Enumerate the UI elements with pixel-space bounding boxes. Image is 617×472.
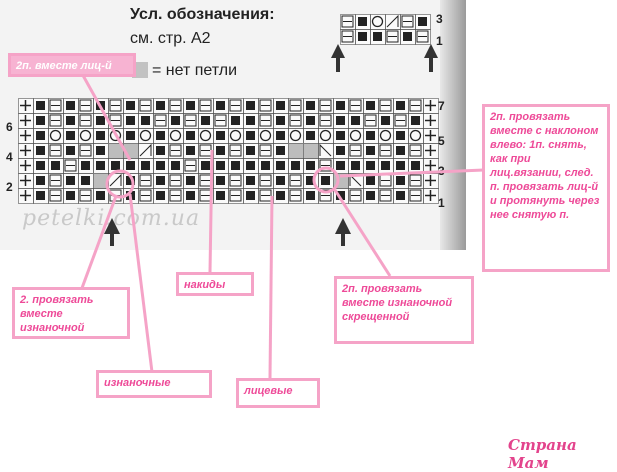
row-4: 4 [6,150,13,164]
callout-ssk: 2п. провязать вместе с наклоном влево: 1… [482,104,610,272]
chart-cell [93,173,109,189]
row-3: 3 [438,164,445,178]
callout-purl2-twisted: 2п. провязать вместе изнаночной скрещенн… [334,276,474,344]
page-edge-shadow [440,0,466,250]
arrow-up-icon [331,44,345,72]
small-row-1: 1 [436,34,443,48]
callout-knit: лицевые [236,378,320,408]
arrow-up-icon [104,218,120,246]
chart-cell [423,188,439,204]
brand-logo: Страна Мам [508,436,577,472]
chart-cell [48,188,64,204]
chart-cell [213,113,229,129]
main-chart [18,98,439,209]
callout-yarn-overs: накиды [176,272,254,296]
main-chart-grid [18,98,439,204]
legend-no-stitch: = нет петли [152,62,238,79]
chart-cell [123,143,139,159]
no-stitch-swatch [132,62,148,78]
callout-purl: изнаночные [96,370,212,398]
row-5: 5 [438,134,445,148]
legend-see-page: см. стр. А2 [130,30,211,47]
row-1: 1 [438,196,445,210]
row-2: 2 [6,180,13,194]
chart-cell [333,173,349,189]
callout-purl2-together: 2. провязать вместе изнаночной [12,287,130,339]
callout-knit2-together: 2п. вместе лиц-й [8,53,136,77]
arrow-up-icon [335,218,351,246]
chart-cell [415,29,431,45]
chart-cell [258,98,274,114]
chart-cell [288,143,304,159]
small-row-3: 3 [436,12,443,26]
legend-title: Усл. обозначения: [130,6,275,23]
small-chart-grid [340,14,431,45]
small-chart [340,14,431,50]
row-6: 6 [6,120,13,134]
chart-cell [108,143,124,159]
arrow-up-icon [424,44,438,72]
row-7: 7 [438,99,445,113]
chart-cell [303,143,319,159]
